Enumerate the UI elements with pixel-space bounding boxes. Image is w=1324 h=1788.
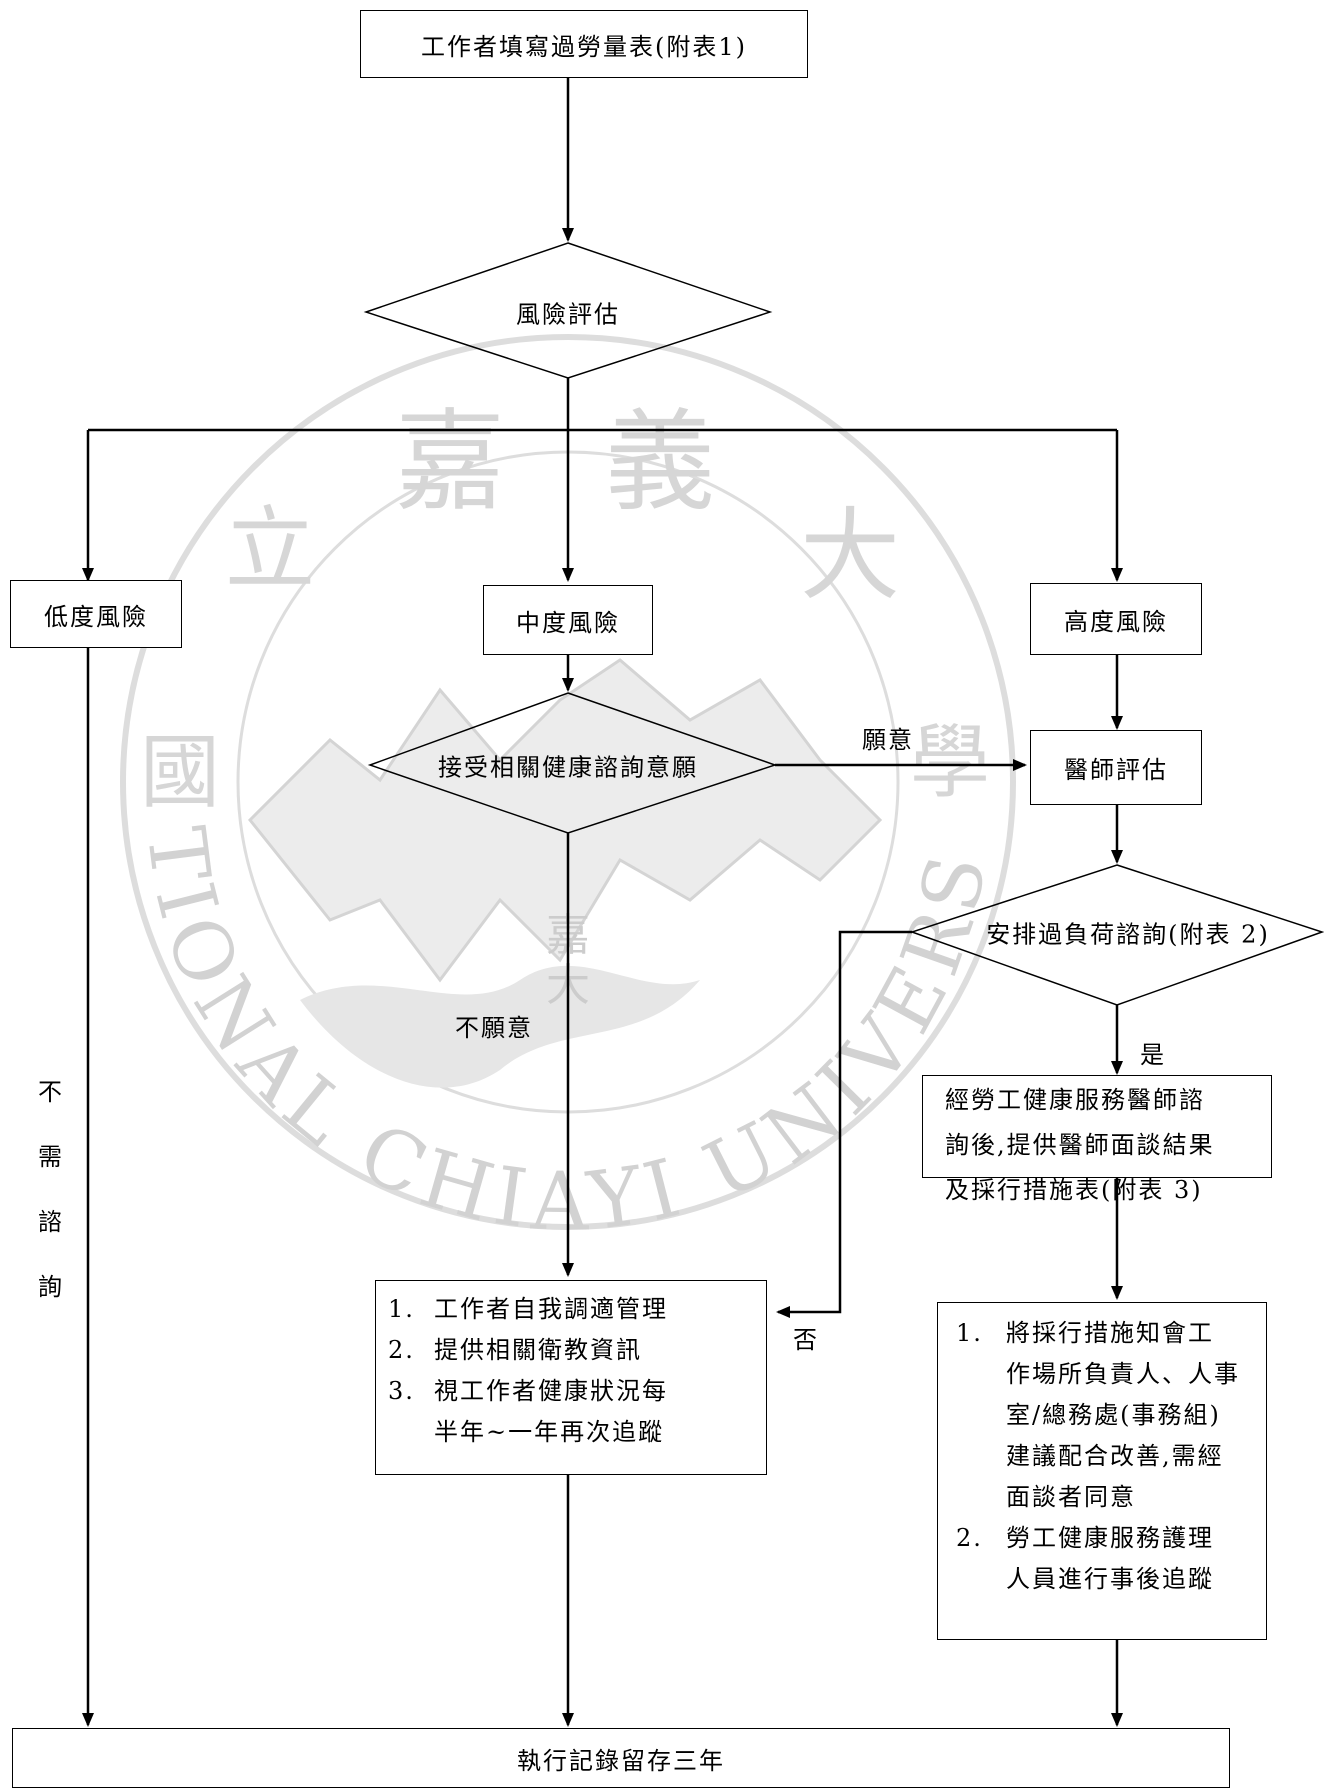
arrange-consult-label: 安排過負荷諮詢(附表 2) xyxy=(986,920,1270,949)
list-item: 作場所負責人、人事 xyxy=(1006,1360,1240,1388)
list-item: 人員進行事後追蹤 xyxy=(1006,1565,1214,1593)
final-label: 執行記錄留存三年 xyxy=(517,1746,725,1775)
low-risk-label: 低度風險 xyxy=(44,602,148,631)
no-consult-vertical-label: 不 需 諮 詢 xyxy=(38,1072,62,1302)
medium-risk-box: 中度風險 xyxy=(483,585,653,655)
start-box: 工作者填寫過勞量表(附表1) xyxy=(360,10,808,78)
list-item: 半年~一年再次追蹤 xyxy=(434,1418,665,1446)
list-item: 1.工作者自我調適管理 xyxy=(388,1295,668,1323)
no-consult-char-1: 需 xyxy=(38,1143,62,1171)
high-risk-label: 高度風險 xyxy=(1064,607,1168,636)
no-consult-char-3: 詢 xyxy=(38,1273,62,1301)
high-actions-list: 1.將採行措施知會工 作場所負責人、人事 室/總務處(事務組) 建議配合改善,需… xyxy=(956,1313,1258,1600)
no-consult-char-2: 諮 xyxy=(38,1208,62,1236)
edge-label-unwilling: 不願意 xyxy=(455,1014,533,1042)
list-item: 2.提供相關衛教資訊 xyxy=(388,1336,642,1364)
doctor-assessment-box: 醫師評估 xyxy=(1030,730,1202,805)
final-box: 執行記錄留存三年 xyxy=(12,1728,1230,1788)
consult-willingness-label: 接受相關健康諮詢意願 xyxy=(438,753,698,782)
medium-actions-list: 1.工作者自我調適管理 2.提供相關衛教資訊 3.視工作者健康狀況每 半年~一年… xyxy=(388,1289,756,1453)
list-item: 建議配合改善,需經 xyxy=(1006,1442,1224,1470)
list-item: 1.將採行措施知會工 xyxy=(956,1319,1214,1347)
edge-label-yes: 是 xyxy=(1140,1041,1166,1069)
doctor-assessment-label: 醫師評估 xyxy=(1064,756,1168,784)
list-item: 面談者同意 xyxy=(1006,1483,1136,1511)
risk-assessment-label: 風險評估 xyxy=(516,300,620,329)
doctor-result-line: 詢後,提供醫師面談結果 xyxy=(945,1131,1215,1159)
no-consult-char-0: 不 xyxy=(38,1078,62,1106)
medium-actions-box: 1.工作者自我調適管理 2.提供相關衛教資訊 3.視工作者健康狀況每 半年~一年… xyxy=(375,1280,767,1475)
doctor-result-line: 經勞工健康服務醫師諮 xyxy=(945,1086,1205,1114)
medium-risk-label: 中度風險 xyxy=(516,608,620,637)
list-item: 3.視工作者健康狀況每 xyxy=(388,1377,668,1405)
doctor-result-line: 及採行措施表(附表 3) xyxy=(945,1176,1203,1204)
edge-label-willing: 願意 xyxy=(862,726,914,754)
start-label: 工作者填寫過勞量表(附表1) xyxy=(421,32,747,61)
doctor-result-box: 經勞工健康服務醫師諮 詢後,提供醫師面談結果 及採行措施表(附表 3) xyxy=(922,1075,1272,1204)
edge-label-no: 否 xyxy=(793,1326,819,1354)
high-risk-box: 高度風險 xyxy=(1030,583,1202,655)
list-item: 室/總務處(事務組) xyxy=(1006,1401,1221,1429)
low-risk-box: 低度風險 xyxy=(10,580,182,648)
high-actions-box: 1.將採行措施知會工 作場所負責人、人事 室/總務處(事務組) 建議配合改善,需… xyxy=(937,1302,1267,1640)
list-item: 2.勞工健康服務護理 xyxy=(956,1524,1214,1552)
